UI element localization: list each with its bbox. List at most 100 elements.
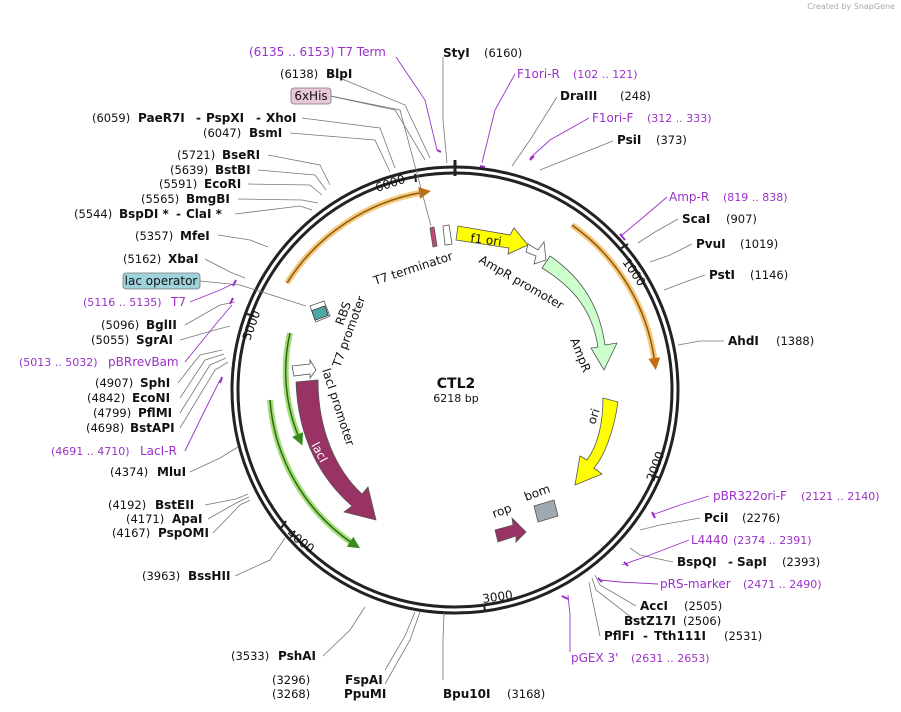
feature-rop[interactable]: [494, 516, 527, 543]
site-label-econi[interactable]: (4842) EcoNI: [87, 391, 170, 405]
primer-leaders: [184, 56, 710, 652]
svg-text:BglII: BglII: [146, 318, 177, 332]
site-label-bstbi[interactable]: (5639) BstBI: [170, 163, 251, 177]
site-label-fspai[interactable]: (3296) FspAI: [272, 673, 383, 687]
primer-label-f1ori-r[interactable]: F1ori-R (102 .. 121): [517, 67, 638, 81]
svg-text:(5116 .. 5135): (5116 .. 5135): [83, 296, 162, 309]
site-label-pshai[interactable]: (3533) PshAI: [231, 649, 316, 663]
primer-label-l4440[interactable]: L4440 (2374 .. 2391): [691, 533, 812, 547]
orf-arc-laci-2-core: [269, 399, 361, 549]
site-label-bsmi[interactable]: (6047) BsmI: [203, 126, 282, 140]
svg-text:(2531): (2531): [724, 629, 762, 643]
site-label-bstz17i[interactable]: BstZ17I (2506): [624, 614, 721, 628]
primer-label-prs-marker[interactable]: pRS-marker (2471 .. 2490): [660, 577, 822, 591]
site-label-draiii[interactable]: DraIII (248): [560, 89, 651, 103]
primer-label-t7[interactable]: (5116 .. 5135) T7: [83, 295, 186, 309]
svg-text:PshAI: PshAI: [278, 649, 316, 663]
site-label-psti[interactable]: PstI (1146): [709, 268, 788, 282]
boxed-label-6xhis[interactable]: 6xHis: [290, 87, 432, 227]
tick-2000: [651, 474, 661, 479]
site-label-sphi[interactable]: (4907) SphI: [95, 376, 170, 390]
svg-text:L4440: L4440: [691, 533, 728, 547]
site-label-bsteii[interactable]: (4192) BstEII: [108, 498, 194, 512]
feature-ori[interactable]: [574, 397, 619, 486]
site-label-bseri[interactable]: (5721) BseRI: [177, 148, 260, 162]
svg-text:(6138): (6138): [280, 67, 318, 81]
svg-text:AccI: AccI: [640, 599, 668, 613]
site-label-bmgbi[interactable]: (5565) BmgBI: [141, 192, 230, 206]
svg-text:SapI: SapI: [737, 555, 767, 569]
svg-text:-: -: [196, 111, 201, 125]
feature-t7-terminator[interactable]: [442, 224, 453, 246]
site-label-apai[interactable]: (4171) ApaI: [126, 512, 202, 526]
plasmid-length: 6218 bp: [433, 392, 478, 405]
svg-text:(819 .. 838): (819 .. 838): [723, 191, 788, 204]
svg-text:(5096): (5096): [101, 318, 139, 332]
svg-text:pBRrevBam: pBRrevBam: [108, 355, 179, 369]
svg-text:(102 .. 121): (102 .. 121): [573, 68, 638, 81]
site-label-bsshii[interactable]: (3963) BssHII: [142, 569, 230, 583]
site-label-mfei[interactable]: (5357) MfeI: [135, 229, 210, 243]
site-label-pspomi[interactable]: (4167) PspOMI: [112, 526, 209, 540]
primer-label-pbr322ori-f[interactable]: pBR322ori-F (2121 .. 2140): [713, 489, 880, 503]
feature-label-rop: rop: [490, 501, 513, 521]
site-label-bstapi[interactable]: (4698) BstAPI: [86, 421, 175, 435]
site-label-pflfi-tth111i[interactable]: PflFI - Tth111I (2531): [604, 629, 762, 643]
site-label-bspqi-sapi[interactable]: BspQI - SapI (2393): [677, 555, 820, 569]
site-label-bpu10i[interactable]: Bpu10I (3168): [443, 687, 545, 701]
svg-text:XbaI: XbaI: [168, 252, 198, 266]
svg-text:EcoNI: EcoNI: [132, 391, 170, 405]
feature-bom[interactable]: [533, 499, 559, 523]
svg-text:PaeR7I: PaeR7I: [138, 111, 185, 125]
primer-label-f1ori-f[interactable]: F1ori-F (312 .. 333): [592, 111, 712, 125]
site-label-scai[interactable]: ScaI (907): [682, 212, 757, 226]
site-label-bspdi-clai[interactable]: (5544) BspDI * - ClaI *: [74, 207, 223, 221]
feature-rbs[interactable]: [311, 305, 329, 321]
tick-6000: [414, 173, 417, 183]
site-label-ahdi[interactable]: AhdI (1388): [728, 334, 814, 348]
site-label-bglii[interactable]: (5096) BglII: [101, 318, 177, 332]
svg-text:PpuMI: PpuMI: [344, 687, 386, 701]
svg-text:(4842): (4842): [87, 391, 125, 405]
site-label-xbai[interactable]: (5162) XbaI: [123, 252, 198, 266]
feature-6xhis[interactable]: [429, 226, 438, 248]
primer-label-t7-term[interactable]: (6135 .. 6153) T7 Term: [249, 45, 386, 59]
site-label-psii[interactable]: PsiI (373): [617, 133, 687, 147]
primer-label-amp-r[interactable]: Amp-R (819 .. 838): [669, 190, 788, 204]
site-label-pflmi[interactable]: (4799) PflMI: [93, 406, 172, 420]
svg-text:PsiI: PsiI: [617, 133, 641, 147]
feature-ampr[interactable]: [541, 255, 618, 371]
svg-text:(5591): (5591): [159, 177, 197, 191]
svg-text:(3533): (3533): [231, 649, 269, 663]
svg-text:F1ori-F: F1ori-F: [592, 111, 633, 125]
feature-laci[interactable]: [295, 379, 377, 521]
svg-text:(2631 .. 2653): (2631 .. 2653): [631, 652, 710, 665]
feature-laci-promoter[interactable]: [291, 358, 317, 380]
primer-label-laci-r[interactable]: (4691 .. 4710) LacI-R: [51, 444, 177, 458]
site-label-paer7i-pspxi-xhoi[interactable]: (6059) PaeR7I - PspXI - XhoI: [92, 111, 297, 125]
site-label-ecori[interactable]: (5591) EcoRI: [159, 177, 241, 191]
svg-text:BstZ17I: BstZ17I: [624, 614, 676, 628]
svg-text:PciI: PciI: [704, 511, 729, 525]
orf-arc-amp-core: [571, 224, 661, 370]
site-label-ppumi[interactable]: (3268) PpuMI: [272, 687, 386, 701]
svg-text:(3268): (3268): [272, 687, 310, 701]
primer-label-pbrrevbam[interactable]: (5013 .. 5032) pBRrevBam: [19, 355, 179, 369]
site-label-pvui[interactable]: PvuI (1019): [696, 237, 778, 251]
svg-text:PspOMI: PspOMI: [158, 526, 209, 540]
primer-label-pgex-3[interactable]: pGEX 3' (2631 .. 2653): [571, 651, 710, 665]
site-label-mlui[interactable]: (4374) MluI: [110, 465, 186, 479]
feature-f1-ori[interactable]: [455, 225, 529, 255]
site-label-styi[interactable]: StyI (6160): [443, 46, 522, 60]
site-label-acci[interactable]: AccI (2505): [640, 599, 722, 613]
svg-text:BstAPI: BstAPI: [130, 421, 175, 435]
feature-ampr-promoter[interactable]: [525, 240, 547, 265]
svg-text:(907): (907): [726, 212, 757, 226]
svg-text:pGEX 3': pGEX 3': [571, 651, 618, 665]
site-label-pcii[interactable]: PciI (2276): [704, 511, 780, 525]
svg-text:F1ori-R: F1ori-R: [517, 67, 560, 81]
site-label-sgrai[interactable]: (5055) SgrAI: [91, 333, 173, 347]
site-label-blpi[interactable]: (6138) BlpI: [280, 67, 352, 81]
boxed-label-lac-operator[interactable]: lac operator: [122, 272, 307, 307]
